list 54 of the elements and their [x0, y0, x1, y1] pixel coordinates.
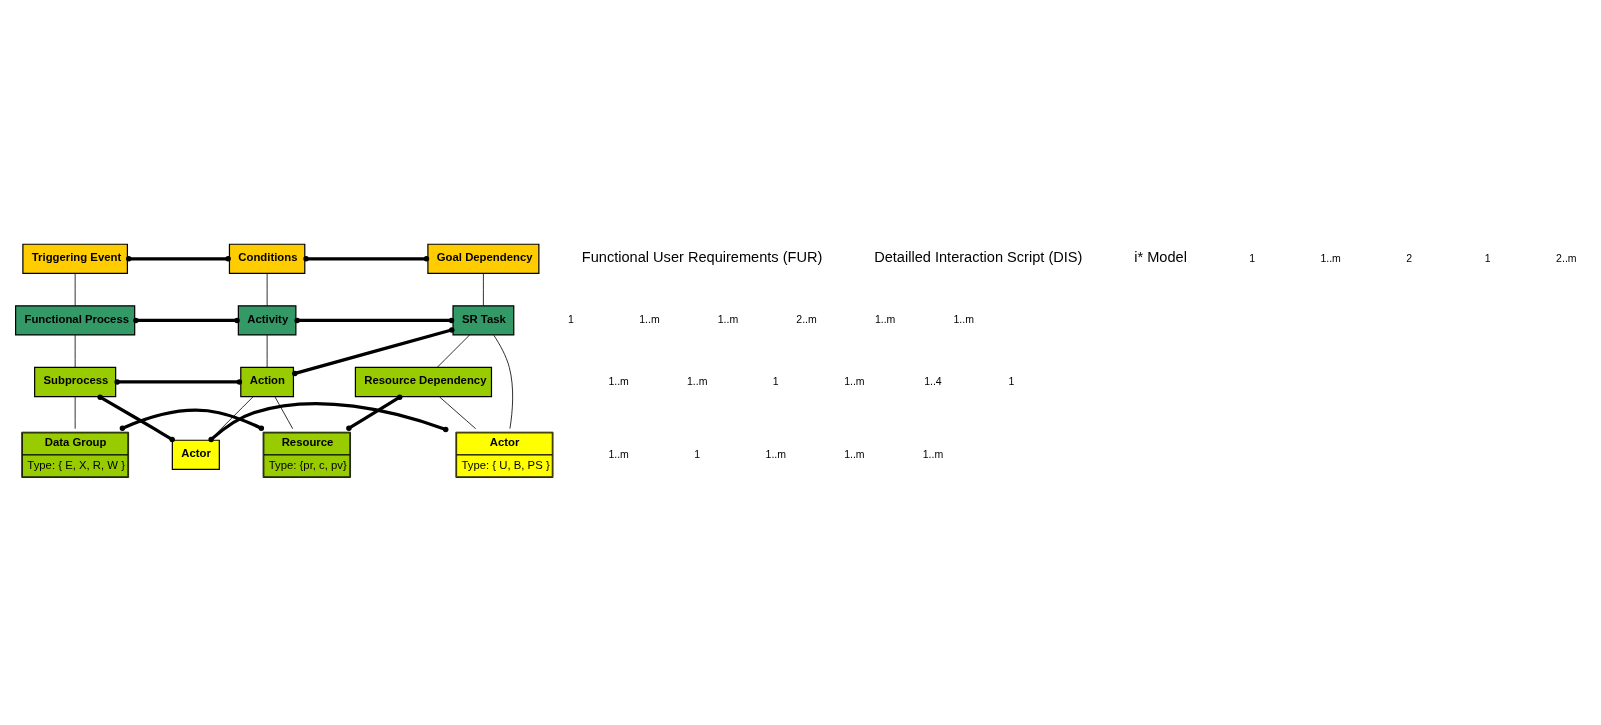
connector [208, 402, 449, 443]
label: 1..m [639, 313, 660, 326]
label: 1..m [687, 374, 708, 387]
label: i* Model [1134, 249, 1187, 266]
connector [74, 396, 76, 430]
connector [266, 273, 268, 307]
connector [209, 396, 254, 441]
label: 1 [567, 313, 574, 326]
node-box: Activity [237, 305, 297, 336]
connector [439, 396, 477, 430]
connector [274, 396, 294, 430]
connector [346, 394, 403, 432]
node-box: SR Task [452, 305, 515, 336]
label: Detailled Interaction Script (DIS) [874, 249, 1083, 266]
label: 1..m [1320, 251, 1341, 264]
label: Functional User Requirements (FUR) [581, 249, 823, 266]
connector [119, 408, 265, 432]
node-box: Functional Process [15, 305, 136, 336]
label: 1..m [922, 447, 944, 460]
connector [482, 273, 484, 307]
label: 1..m [765, 447, 787, 460]
label: 1..m [717, 313, 739, 326]
node-box: Action [240, 366, 295, 398]
label: 1..m [874, 313, 896, 326]
label: 1 [1008, 374, 1015, 387]
node-box: Triggering Event [22, 243, 128, 274]
label: 1..m [844, 447, 865, 460]
label: 1..4 [924, 374, 942, 387]
connector [74, 334, 76, 368]
label: 2..m [1556, 251, 1577, 264]
label: 1..m [608, 447, 629, 460]
connector [266, 334, 268, 368]
label: 2..m [796, 313, 817, 326]
connector [294, 317, 455, 324]
connector [133, 317, 240, 324]
connector [74, 273, 76, 307]
connector [436, 334, 470, 368]
label: 1 [772, 374, 779, 387]
connector [114, 379, 243, 385]
node-box: Goal Dependency [427, 243, 540, 274]
label: 1 [1484, 251, 1491, 264]
node-box: Conditions [228, 243, 306, 274]
connector [303, 256, 430, 262]
connector [97, 394, 175, 443]
label: 1..m [844, 374, 865, 387]
connector [292, 327, 455, 377]
label: 2 [1406, 251, 1413, 264]
label: 1..m [953, 313, 974, 326]
connector [126, 256, 231, 262]
label: 1 [694, 447, 701, 460]
node-box: Actor [171, 439, 220, 471]
connector [493, 334, 514, 429]
label: 1..m [608, 374, 629, 387]
label: 1 [1249, 251, 1255, 264]
